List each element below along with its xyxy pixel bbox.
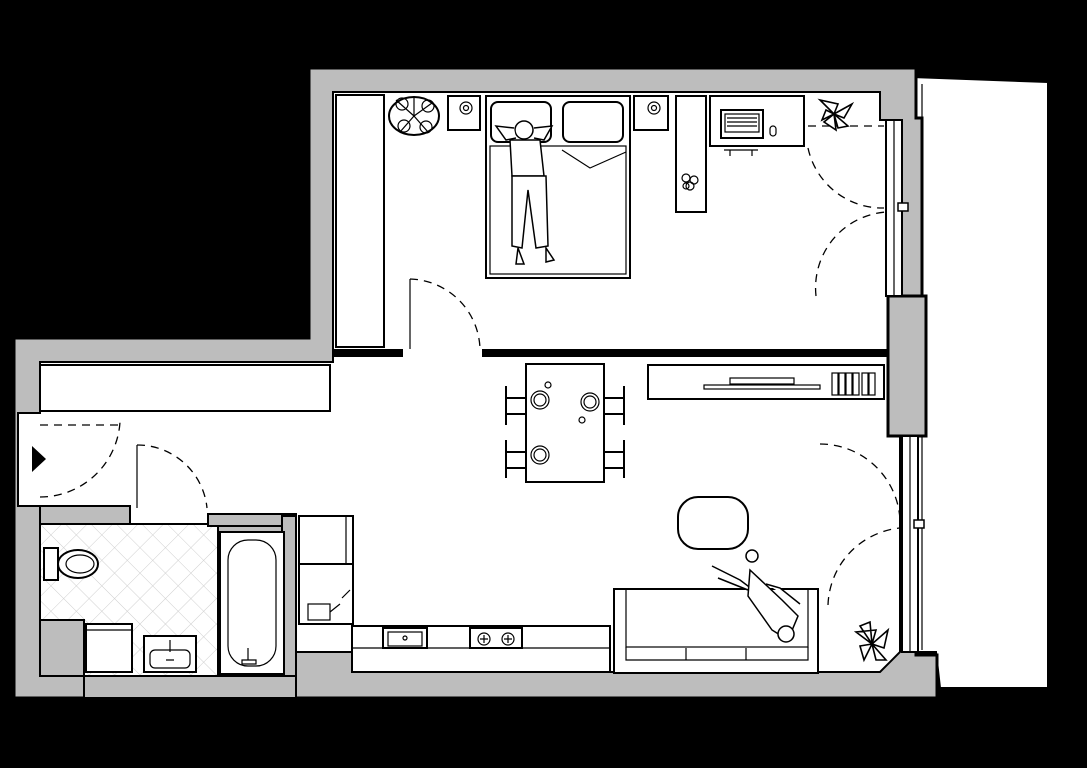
plant-pot-bedroom — [388, 96, 440, 136]
kitchen-sink — [382, 627, 428, 649]
double-bed — [485, 95, 631, 279]
plant-bedroom-corner — [817, 98, 855, 132]
coffee-table — [677, 496, 749, 550]
window-bedroom — [885, 119, 909, 297]
plant-living-room — [853, 620, 890, 663]
cooktop — [469, 627, 523, 649]
balcony — [911, 75, 1049, 689]
wardrobe-bedroom — [335, 94, 385, 348]
partition-walls — [39, 294, 928, 699]
washing-machine — [85, 623, 133, 673]
door-swings — [39, 125, 901, 606]
fridge — [298, 515, 354, 565]
nightstand-right — [633, 95, 669, 131]
bathtub — [219, 531, 285, 675]
desk — [709, 95, 805, 156]
window-living-room — [901, 435, 925, 653]
person-sitting — [711, 549, 801, 643]
entrance-arrow-icon — [32, 446, 46, 472]
person-sleeping — [494, 120, 556, 265]
wardrobe-hall — [39, 364, 331, 412]
bookshelf-bedroom — [675, 95, 707, 213]
nightstand-left — [447, 95, 481, 131]
media-cabinet — [647, 364, 885, 400]
washbasin — [143, 635, 197, 673]
dining-table — [525, 363, 605, 483]
toilet — [43, 547, 99, 581]
books — [831, 372, 876, 396]
dining-chairs — [505, 386, 625, 478]
